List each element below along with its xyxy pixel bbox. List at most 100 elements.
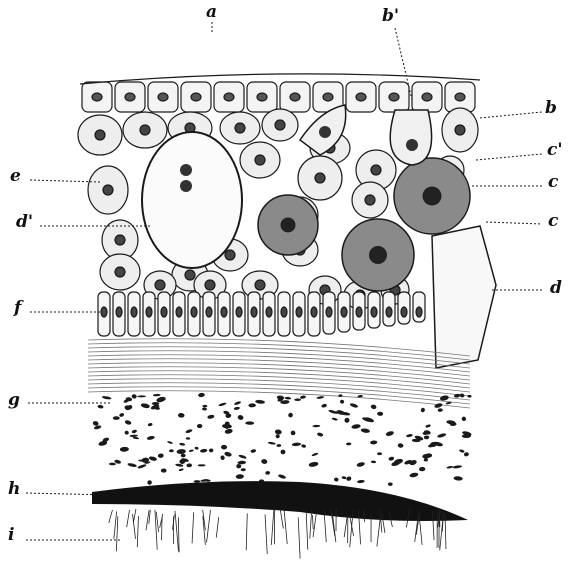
cell-nucleus (92, 93, 102, 101)
cell-nucleus (319, 126, 331, 138)
tissue-nucleus (189, 449, 194, 452)
tissue-nucleus (351, 424, 361, 430)
tissue-nucleus (424, 435, 430, 439)
cell-nucleus (101, 307, 107, 317)
deep-fiber (298, 517, 300, 558)
tissue-nucleus (464, 452, 470, 457)
tissue-nucleus (218, 402, 227, 407)
deep-fiber (192, 512, 194, 543)
cell-nucleus (281, 218, 296, 233)
tissue-nucleus (438, 408, 443, 412)
tissue-nucleus (94, 425, 102, 430)
tissue-nucleus (102, 396, 112, 400)
cell-nucleus (255, 280, 265, 290)
tissue-nucleus (344, 418, 349, 423)
cell-nucleus (275, 120, 285, 130)
tissue-nucleus (377, 412, 383, 416)
tissue-nucleus (197, 424, 202, 428)
tissue-nucleus (334, 477, 339, 482)
cell-nucleus (95, 130, 105, 140)
label-h: h (8, 481, 20, 498)
cell-nucleus (205, 280, 215, 290)
tissue-nucleus (185, 429, 193, 434)
tissue-nucleus (275, 429, 283, 435)
deep-fiber (439, 510, 440, 528)
tissue-nucleus (153, 394, 161, 397)
tissue-nucleus (294, 398, 301, 401)
tissue-nucleus (152, 402, 160, 405)
tissue-nucleus (338, 394, 342, 397)
cell-nucleus (103, 185, 113, 195)
tissue-nucleus (248, 403, 256, 407)
deep-fiber (271, 508, 274, 545)
tissue-nucleus (194, 480, 201, 483)
flask-cell (390, 110, 431, 165)
deep-fiber (265, 514, 267, 554)
fiber-line (88, 339, 470, 356)
tissue-nucleus (452, 465, 462, 469)
label-c-lower: c (548, 213, 558, 230)
tissue-nucleus (131, 429, 137, 434)
deep-fiber (310, 509, 312, 538)
deep-fiber (207, 510, 211, 542)
tissue-nucleus (179, 442, 185, 446)
tissue-nucleus (316, 396, 324, 400)
tissue-nucleus (434, 402, 443, 408)
tissue-nucleus (461, 416, 466, 421)
leader-line (486, 222, 542, 224)
tissue-nucleus (261, 459, 268, 465)
tissue-nucleus (178, 413, 185, 418)
cell-nucleus (326, 307, 332, 317)
tissue-nucleus (250, 449, 256, 454)
label-d: d (550, 280, 562, 297)
label-c-upper: c (548, 174, 558, 191)
fiber-line (88, 363, 470, 380)
cell-nucleus (416, 307, 422, 317)
cell-nucleus (290, 93, 300, 101)
connective-tissue (88, 339, 472, 559)
label-b-prime: b' (382, 8, 399, 25)
deep-fiber (216, 517, 218, 537)
label-a: a (206, 4, 217, 21)
deep-fiber (162, 517, 163, 541)
tissue-nucleus (202, 407, 207, 410)
tissue-nucleus (349, 403, 358, 409)
cell-nucleus (365, 195, 375, 205)
cell-nucleus (158, 93, 168, 101)
tissue-nucleus (137, 395, 146, 397)
tissue-nucleus (221, 445, 227, 450)
tissue-nucleus (341, 476, 346, 480)
cell-nucleus (224, 93, 234, 101)
tissue-nucleus (209, 448, 214, 452)
cell-nucleus (455, 125, 465, 135)
tissue-nucleus (137, 464, 147, 470)
cell-nucleus (146, 307, 152, 317)
tissue-nucleus (234, 406, 241, 410)
cell-nucleus (161, 307, 167, 317)
fiber-line (88, 367, 470, 384)
tissue-nucleus (371, 460, 376, 463)
tissue-nucleus (245, 421, 254, 424)
fiber-line (88, 351, 470, 368)
tissue-nucleus (446, 465, 453, 469)
fiber-line (88, 355, 470, 372)
tissue-nucleus (340, 399, 345, 403)
deep-fiber (133, 509, 136, 523)
tissue-nucleus (176, 449, 186, 455)
tissue-nucleus (311, 452, 318, 457)
tissue-nucleus (237, 414, 244, 420)
tissue-nucleus (200, 448, 208, 453)
tissue-nucleus (275, 434, 280, 439)
tissue-nucleus (147, 435, 156, 440)
tissue-nucleus (181, 454, 186, 458)
tissue-nucleus (277, 444, 282, 447)
leader-line (476, 154, 542, 160)
deep-fiber (137, 516, 138, 547)
tissue-nucleus (186, 437, 191, 440)
label-e: e (10, 168, 21, 185)
tissue-nucleus (124, 420, 132, 426)
tissue-nucleus (127, 462, 137, 467)
tissue-nucleus (265, 471, 270, 475)
tissue-nucleus (236, 474, 244, 479)
tissue-nucleus (420, 407, 425, 413)
